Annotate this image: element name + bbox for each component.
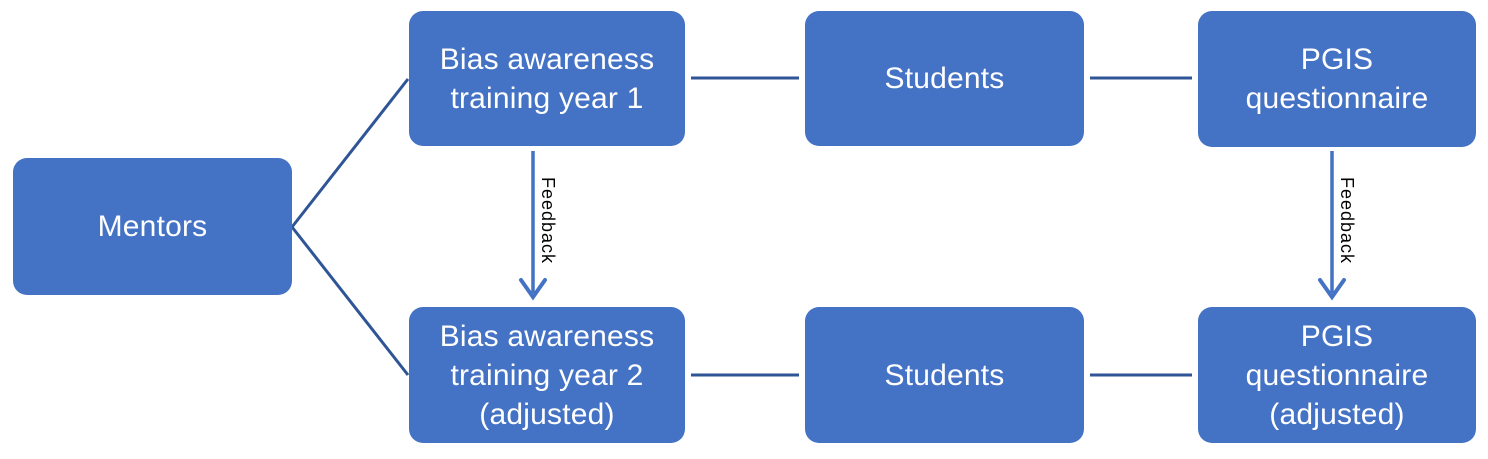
arrowhead-down-icon [1318,278,1346,301]
node-pgis-questionnaire-label: PGIS questionnaire [1245,43,1429,115]
node-mentors: Mentors [13,158,292,295]
node-mentors-label: Mentors [97,210,208,243]
feedback-arrow-left [519,151,547,301]
node-pgis-questionnaire-adjusted: PGIS questionnaire (adjusted) [1198,307,1476,443]
feedback-arrow-right [1318,151,1346,301]
feedback-label-right: Feedback [1337,177,1357,265]
node-training-year-1: Bias awareness training year 1 [409,11,685,146]
node-training-year-1-label: Bias awareness training year 1 [439,42,655,115]
node-pgis-questionnaire: PGIS questionnaire [1198,11,1476,147]
node-students-top: Students [805,11,1084,146]
node-students-top-label: Students [884,62,1005,95]
node-training-year-2: Bias awareness training year 2 (adjusted… [409,307,685,443]
node-training-year-2-label: Bias awareness training year 2 (adjusted… [439,319,655,431]
node-pgis-questionnaire-adjusted-label: PGIS questionnaire (adjusted) [1245,319,1429,431]
feedback-label-left: Feedback [538,177,558,265]
edge-mentors-to-training-year-2 [290,226,410,376]
arrowhead-down-icon [519,278,547,301]
node-students-bottom: Students [805,307,1084,443]
edge-mentors-to-training-year-1 [290,78,410,228]
node-students-bottom-label: Students [884,358,1005,392]
